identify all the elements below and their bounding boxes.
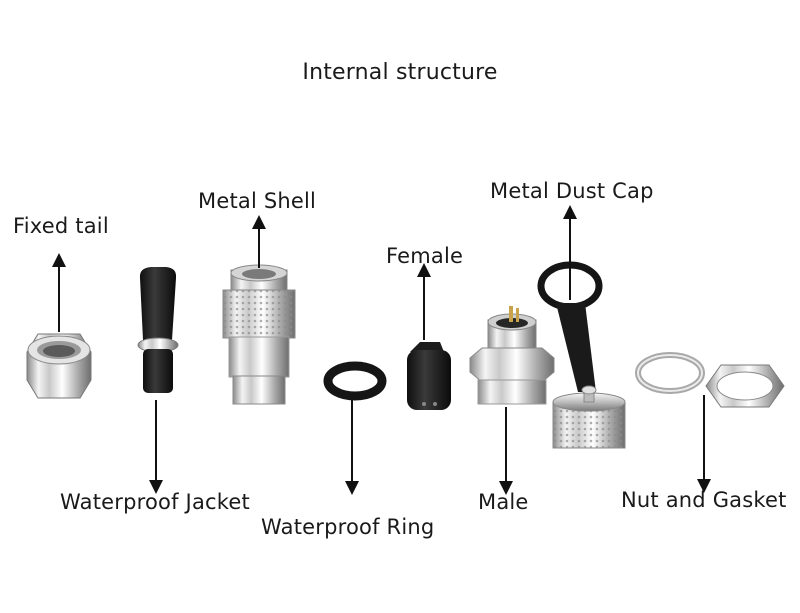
fixed-tail-part	[26, 333, 92, 399]
page-title: Internal structure	[302, 60, 498, 85]
label-metal-dust-cap: Metal Dust Cap	[490, 179, 654, 203]
label-waterproof-ring: Waterproof Ring	[261, 515, 435, 539]
label-fixed-tail: Fixed tail	[13, 214, 109, 238]
male-part	[469, 306, 555, 405]
waterproof-ring-part	[323, 361, 387, 401]
female-part	[407, 342, 451, 410]
label-metal-shell: Metal Shell	[198, 189, 317, 213]
metal-shell-part	[222, 264, 296, 405]
nut-part	[705, 364, 785, 408]
gasket-part	[635, 352, 705, 394]
label-waterproof-jacket: Waterproof Jacket	[60, 490, 250, 514]
metal-dust-cap-part	[537, 261, 626, 449]
pointer-arrows	[52, 205, 711, 495]
waterproof-jacket-part	[137, 267, 179, 393]
